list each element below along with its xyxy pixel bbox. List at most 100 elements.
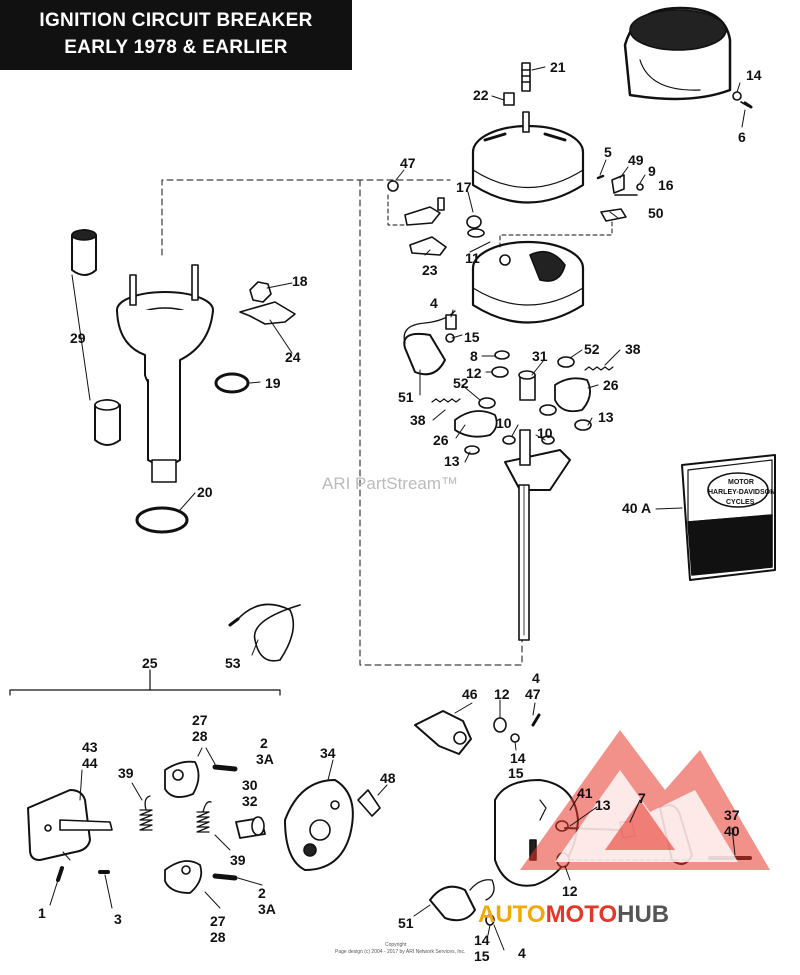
callout-4: 4 xyxy=(430,295,438,311)
lower-breaker-housing xyxy=(471,240,585,324)
callout-5: 5 xyxy=(604,144,612,160)
timer-base xyxy=(116,264,214,483)
bushing-top xyxy=(71,229,97,276)
brand-wordmark: AUTOMOTOHUB xyxy=(478,901,669,928)
condenser-lower xyxy=(429,879,495,922)
lead-line xyxy=(499,221,613,251)
callout-22: 22 xyxy=(473,87,489,103)
callout-39-b: 39 xyxy=(230,852,246,868)
bracket-46 xyxy=(414,710,472,755)
callout-17: 17 xyxy=(456,179,472,195)
callout-2-b: 2 xyxy=(258,885,266,901)
callout-52: 52 xyxy=(584,341,600,357)
stud-21 xyxy=(521,62,531,92)
callout-18: 18 xyxy=(292,273,308,289)
weight-27a xyxy=(164,760,200,798)
callout-21: 21 xyxy=(550,59,566,75)
pin-2a xyxy=(212,764,238,772)
callout-32: 32 xyxy=(242,793,258,809)
pin-1 xyxy=(56,866,64,882)
callout-23: 23 xyxy=(422,262,438,278)
callout-38-b: 38 xyxy=(410,412,426,428)
callout-10: 10 xyxy=(496,415,512,431)
cover-screw xyxy=(732,91,753,109)
callout-7: 7 xyxy=(638,790,646,806)
callout-48: 48 xyxy=(380,770,396,786)
callout-51: 51 xyxy=(398,389,414,405)
spring-39b xyxy=(196,801,212,833)
callout-14-b: 14 xyxy=(510,750,526,766)
link-line-right xyxy=(359,179,523,666)
callout-26-b: 26 xyxy=(433,432,449,448)
callout-9: 9 xyxy=(648,163,656,179)
watermark-text: ARI PartStream™ xyxy=(322,474,458,493)
callout-37: 37 xyxy=(724,807,740,823)
callout-19: 19 xyxy=(265,375,281,391)
callout-52-b: 52 xyxy=(453,375,469,391)
callout-39: 39 xyxy=(118,765,134,781)
callout-43: 43 xyxy=(82,739,98,755)
oring-19 xyxy=(214,372,250,394)
title-line-2: EARLY 1978 & EARLIER xyxy=(64,37,288,58)
bracket-24 xyxy=(239,301,296,325)
callout-47: 47 xyxy=(400,155,416,171)
distributor-cover xyxy=(623,6,732,101)
link-line-top xyxy=(161,179,451,256)
callout-47-b: 47 xyxy=(525,686,541,702)
copyright-line-2: Page design (c) 2004 - 2017 by ARI Netwo… xyxy=(335,949,465,955)
parts-kit-box xyxy=(681,454,776,581)
leader-29 xyxy=(71,274,91,401)
brand-part-2: MOTO xyxy=(546,901,618,928)
brand-part-3: HUB xyxy=(617,901,669,928)
wire-53 xyxy=(228,603,301,662)
washer-17 xyxy=(466,215,485,238)
pin-2b xyxy=(212,873,238,881)
nut-22 xyxy=(503,92,515,106)
callout-15: 15 xyxy=(464,329,480,345)
box-logo-top: MOTOR xyxy=(728,479,754,486)
kit-bracket xyxy=(9,689,281,696)
upper-breaker-housing xyxy=(471,111,585,204)
nut-18 xyxy=(249,281,272,303)
callout-1: 1 xyxy=(38,905,46,921)
breaker-plate-34 xyxy=(284,779,354,871)
callout-2: 2 xyxy=(260,735,268,751)
callout-25: 25 xyxy=(142,655,158,671)
advance-shaft xyxy=(504,429,571,641)
callout-31: 31 xyxy=(532,348,548,364)
brand-triangle-logo xyxy=(520,730,770,870)
callout-14-c: 14 xyxy=(474,932,490,948)
advance-parts xyxy=(431,350,614,455)
callout-12: 12 xyxy=(466,365,482,381)
callout-49: 49 xyxy=(628,152,644,168)
callout-46: 46 xyxy=(462,686,478,702)
callout-13-c: 13 xyxy=(595,797,611,813)
callout-50: 50 xyxy=(648,205,664,221)
callout-13: 13 xyxy=(598,409,614,425)
box-logo-bottom: CYCLES xyxy=(726,499,755,506)
condenser-upper xyxy=(403,310,457,376)
copyright-line-1: Copyright xyxy=(385,942,407,948)
callout-6: 6 xyxy=(738,129,746,145)
callout-29: 29 xyxy=(70,330,86,346)
callout-13-b: 13 xyxy=(444,453,460,469)
washer-12-low xyxy=(493,717,507,733)
bushing-bottom xyxy=(94,399,121,446)
callout-34: 34 xyxy=(320,745,336,761)
callout-26: 26 xyxy=(603,377,619,393)
contact-set xyxy=(387,194,447,256)
callout-28: 28 xyxy=(192,728,208,744)
callout-12-c: 12 xyxy=(562,883,578,899)
clip-48 xyxy=(357,789,381,817)
callout-4-c: 4 xyxy=(518,945,526,961)
callout-53: 53 xyxy=(225,655,241,671)
callout-40: 40 xyxy=(724,823,740,839)
callout-27-b: 27 xyxy=(210,913,226,929)
brand-part-1: AUTO xyxy=(478,901,546,928)
callout-11: 11 xyxy=(465,250,480,266)
callout-24: 24 xyxy=(285,349,301,365)
callout-3A: 3A xyxy=(256,751,274,767)
cam-30 xyxy=(235,816,266,839)
callout-28-b: 28 xyxy=(210,929,226,945)
